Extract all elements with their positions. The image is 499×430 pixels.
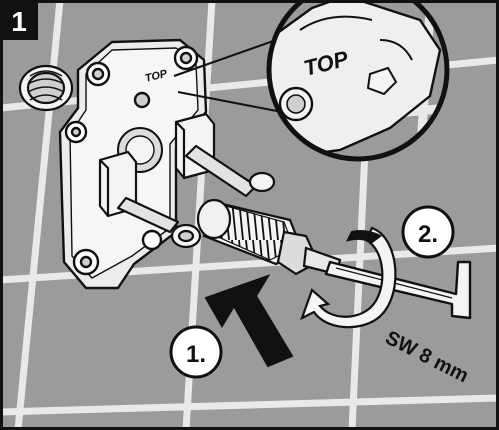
push-callout-label: 1.: [186, 341, 206, 368]
step-number-badge: 1: [0, 0, 38, 40]
connection-blocks: [98, 112, 276, 249]
turn-callout-label: 2.: [418, 221, 438, 248]
rotation-arrow: [300, 226, 397, 329]
step-callout-push: 1.: [169, 325, 223, 379]
zoom-callout: TOP: [173, 0, 450, 162]
mounting-hole-top-right: [173, 45, 199, 71]
pipe-stub: [18, 64, 74, 112]
threaded-cartridge: [196, 198, 342, 276]
step-number: 1: [11, 6, 27, 37]
mounting-hole-bottom: [72, 248, 100, 276]
push-arrow: [204, 274, 294, 368]
mounting-hole-top-left: [85, 61, 111, 87]
mounting-hole-bottom-right: [141, 229, 163, 251]
step-callout-turn: 2.: [401, 205, 455, 259]
plate-top-label: TOP: [144, 68, 169, 85]
mounting-hole-left: [64, 120, 88, 144]
